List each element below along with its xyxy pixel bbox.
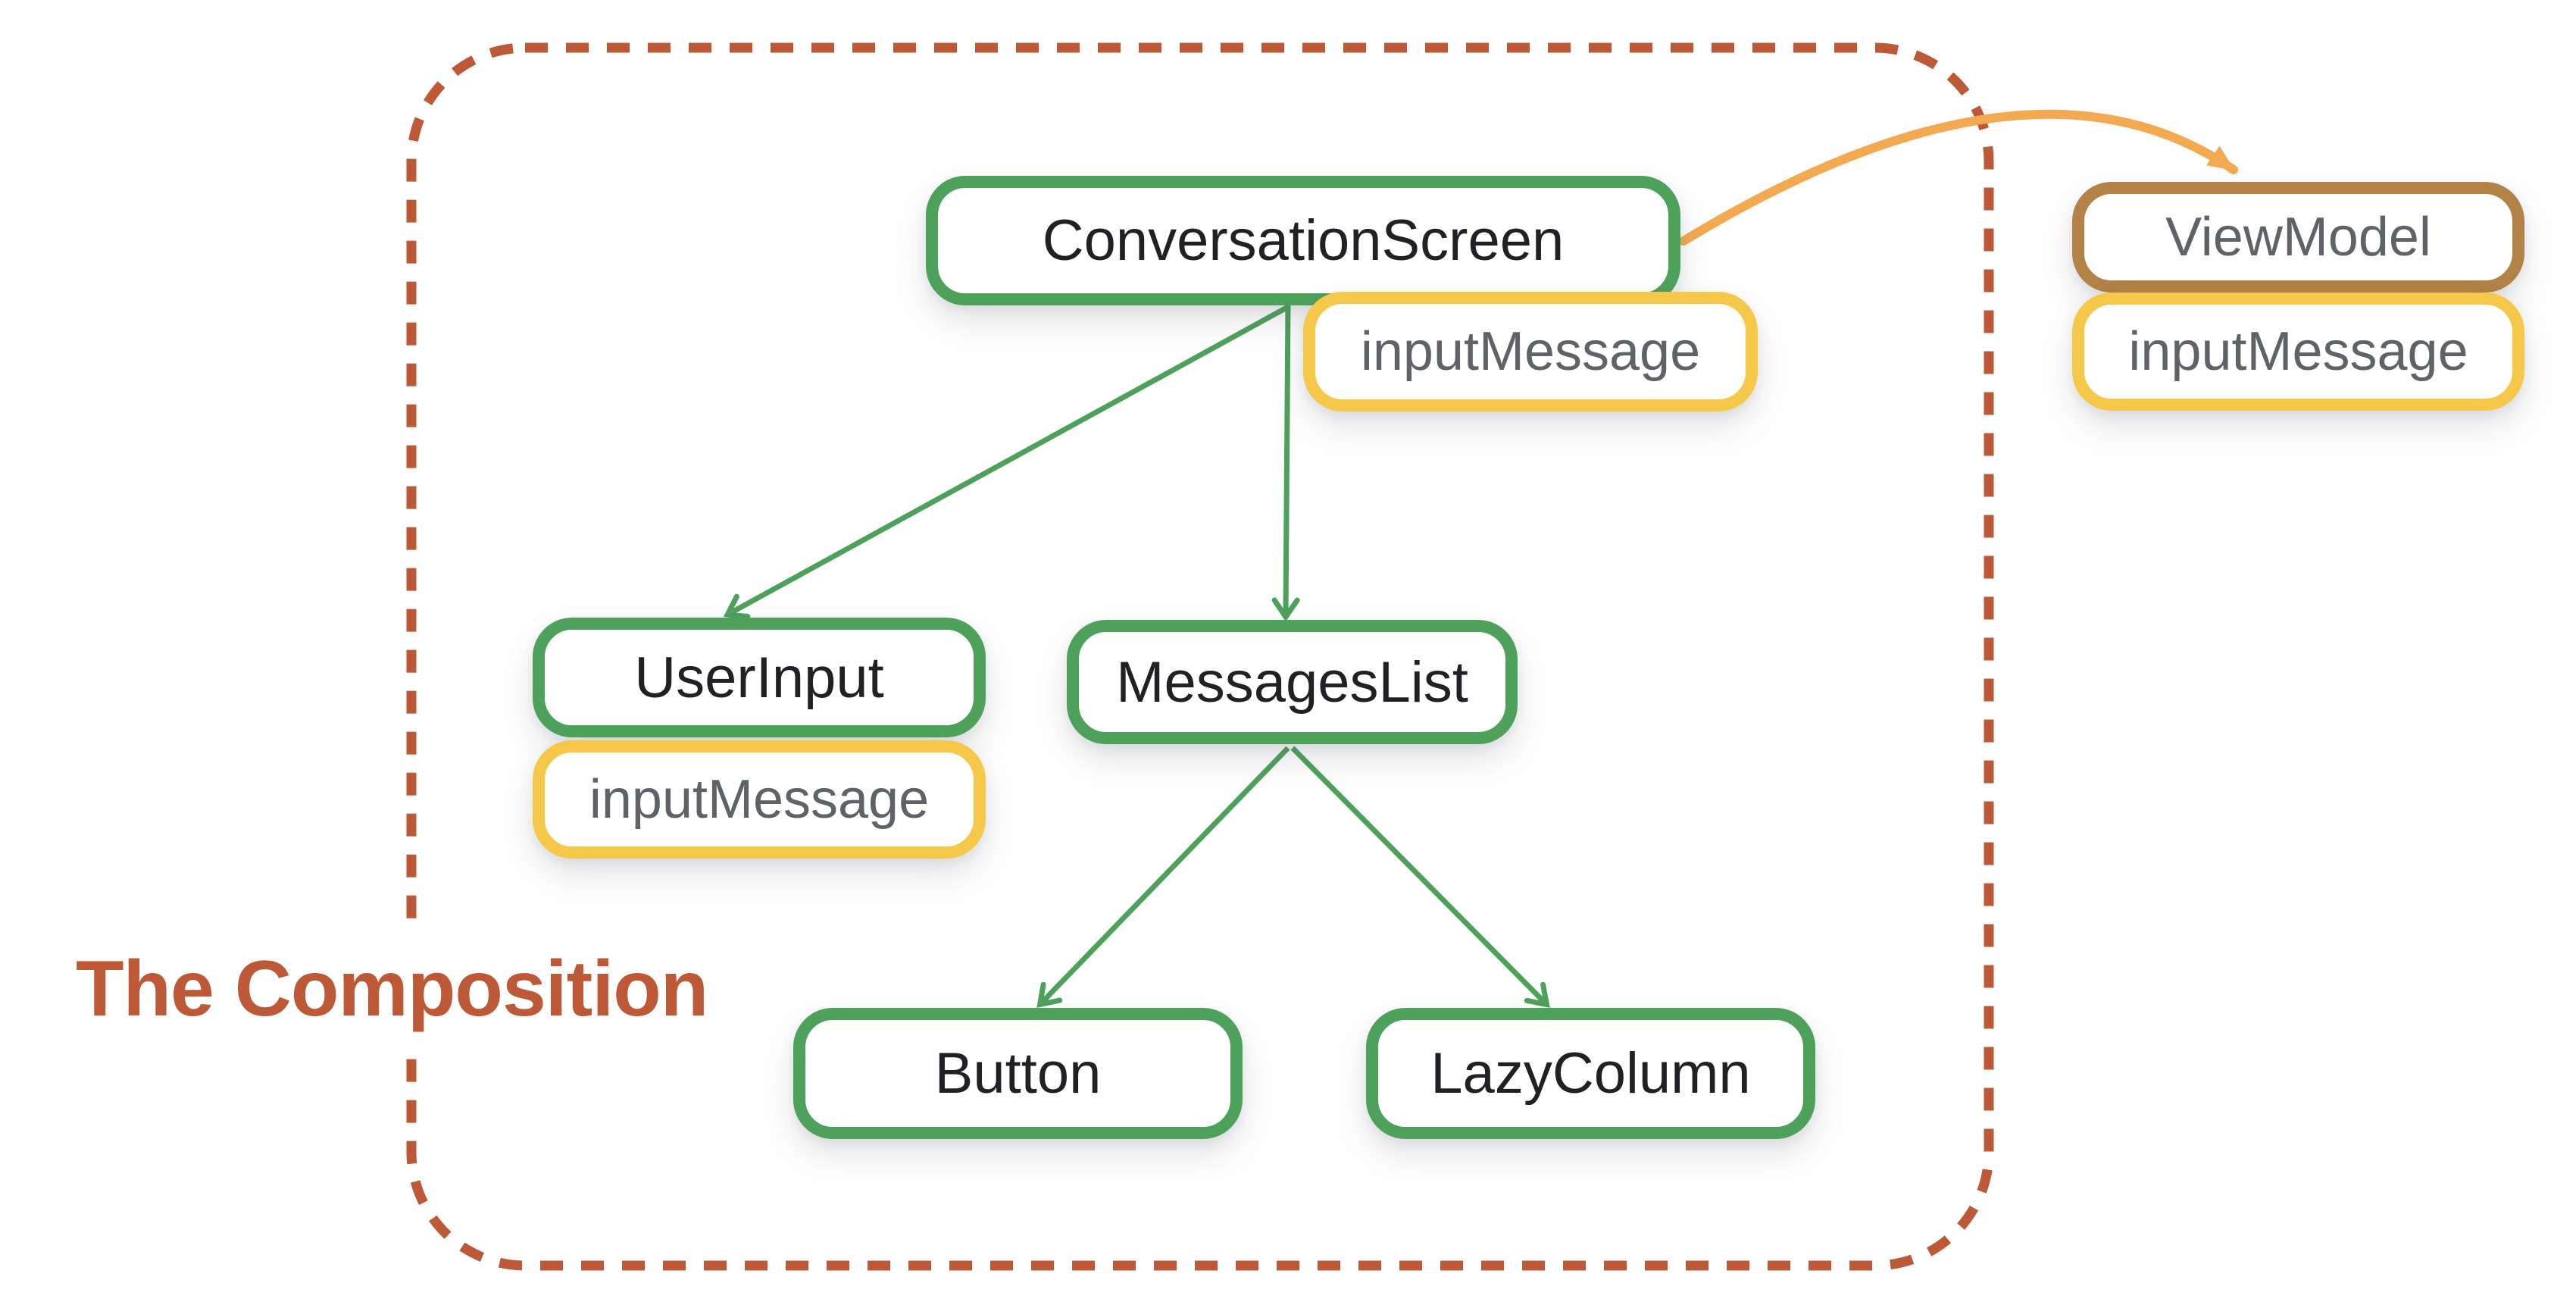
node-view-model-label: ViewModel [2165, 207, 2431, 268]
node-inputmessage-under-view-model: inputMessage [2072, 293, 2524, 411]
node-user-input: UserInput [533, 618, 986, 737]
node-inputmessage-under-conversation-screen: inputMessage [1303, 292, 1758, 411]
node-inputmessage-label: inputMessage [1360, 321, 1701, 382]
node-inputmessage-under-user-input: inputMessage [533, 740, 986, 859]
edge-conversationscreen-to-userinput [723, 304, 1290, 620]
edge-conversationscreen-to-viewmodel [1679, 109, 2238, 246]
node-inputmessage-label: inputMessage [589, 769, 930, 830]
node-inputmessage-label: inputMessage [2128, 321, 2468, 382]
edge-conversationscreen-to-messageslist [1271, 305, 1300, 622]
node-button-label: Button [934, 1041, 1102, 1106]
node-messages-list-label: MessagesList [1116, 649, 1468, 715]
edge-messageslist-to-button [1036, 746, 1290, 1008]
composition-boundary-dashed-rect [406, 42, 1994, 1271]
edge-messageslist-to-lazycolumn [1290, 746, 1550, 1008]
node-conversation-screen: ConversationScreen [926, 176, 1680, 305]
node-messages-list: MessagesList [1067, 620, 1518, 744]
node-button: Button [793, 1008, 1243, 1139]
node-conversation-screen-label: ConversationScreen [1042, 208, 1565, 273]
node-view-model: ViewModel [2072, 182, 2524, 293]
node-lazy-column-label: LazyColumn [1430, 1041, 1751, 1106]
node-user-input-label: UserInput [634, 645, 884, 710]
node-lazy-column: LazyColumn [1366, 1008, 1815, 1139]
composition-group-title: The Composition [48, 923, 736, 1056]
